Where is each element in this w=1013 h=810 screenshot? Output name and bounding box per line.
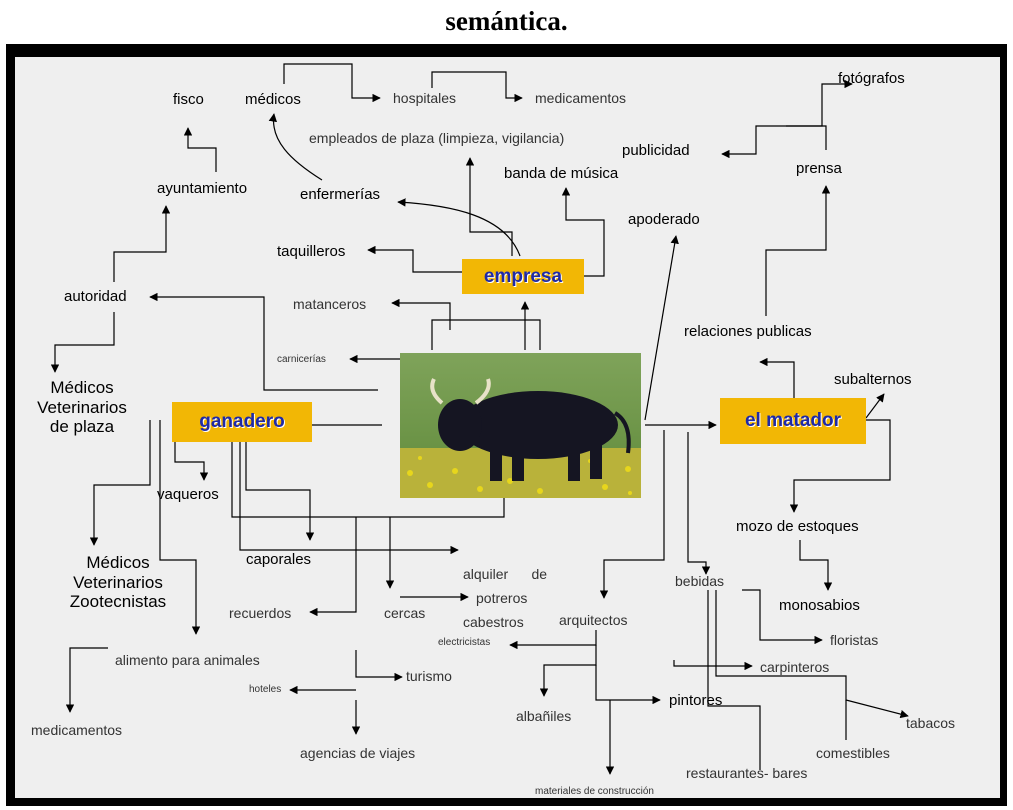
node-hoteles: hoteles xyxy=(249,684,282,695)
link-bull-autoridad xyxy=(149,292,378,391)
node-bebidas: bebidas xyxy=(675,573,725,589)
link-autoridad-ayuntamiento xyxy=(113,205,171,282)
node-materiales: materiales de construcción xyxy=(535,786,654,797)
node-hospitales: hospitales xyxy=(393,90,457,106)
node-alimento: alimento para animales xyxy=(115,652,260,668)
node-medicamentos-bottom: medicamentos xyxy=(31,722,123,738)
link-bebidas-restaurantes xyxy=(707,590,761,770)
link-hospitales-medicamentos xyxy=(431,71,523,103)
node-agencias: agencias de viajes xyxy=(300,745,416,761)
node-floristas: floristas xyxy=(830,632,879,648)
link-ganadero-alimento xyxy=(159,420,201,635)
node-medicos-zoo-line3: Zootecnistas xyxy=(69,592,167,612)
node-empleados: empleados de plaza (limpieza, vigilancia… xyxy=(309,130,565,146)
link-mozo-monosabios xyxy=(799,540,833,591)
link-prensa-fotografos xyxy=(786,79,853,127)
node-medicos-plaza: Médicos Veterinarios de plaza xyxy=(32,378,132,437)
link-matador-relaciones xyxy=(759,357,795,398)
link-bebidas-tabacos xyxy=(715,590,909,719)
link-ganadero-caporales xyxy=(245,442,315,541)
node-alquiler: alquiler de cabestros xyxy=(463,534,547,647)
link-autoridad-medicos-plaza xyxy=(50,312,115,373)
node-medicos-zoo: Médicos Veterinarios Zootecnistas xyxy=(54,553,182,612)
node-cercas: cercas xyxy=(384,605,426,621)
node-restaurantes: restaurantes- bares xyxy=(686,765,808,781)
node-arquitectos: arquitectos xyxy=(559,612,628,628)
link-enfermerias-medicos xyxy=(268,113,323,181)
hub-ganadero: ganadero xyxy=(172,402,312,442)
node-fotografos: fotógrafos xyxy=(838,70,905,87)
node-potreros: potreros xyxy=(476,590,528,606)
link-zoo-medicamentos xyxy=(65,647,108,713)
node-medicos-zoo-line2: Veterinarios xyxy=(73,572,163,592)
node-recuerdos: recuerdos xyxy=(229,605,292,621)
node-medicos-zoo-line1: Médicos xyxy=(86,553,150,572)
node-carpinteros: carpinteros xyxy=(760,659,830,675)
link-relaciones-prensa xyxy=(765,185,831,316)
node-enfermerias: enfermerías xyxy=(300,186,381,203)
node-medicos-plaza-line3: de plaza xyxy=(49,417,115,437)
link-ganadero-alquiler xyxy=(239,442,459,555)
hub-empresa: empresa xyxy=(462,259,584,294)
node-prensa: prensa xyxy=(796,160,842,177)
node-apoderado: apoderado xyxy=(628,211,700,228)
link-ganadero-vaqueros xyxy=(174,442,209,481)
node-monosabios: monosabios xyxy=(779,597,860,614)
bull-photo xyxy=(400,353,641,498)
node-medicamentos-top: medicamentos xyxy=(535,90,627,106)
node-alquiler-line2: cabestros xyxy=(463,614,524,631)
link-arquitectos-pintores xyxy=(595,665,661,705)
link-empresa-empleados xyxy=(465,157,513,256)
link-empresa-enfermerias xyxy=(397,198,521,257)
link-bull-arquitectos xyxy=(599,430,665,599)
link-ganadero-zoo xyxy=(89,420,151,546)
node-albaniles: albañiles xyxy=(516,708,572,724)
node-turismo: turismo xyxy=(406,668,452,684)
link-arquitectos-albaniles xyxy=(539,645,597,697)
link-turismo xyxy=(355,650,403,682)
link-empresa-taquilleros xyxy=(367,245,462,273)
node-autoridad: autoridad xyxy=(64,288,127,305)
link-matador-mozo xyxy=(789,419,891,513)
link-empresa-banda xyxy=(561,187,605,277)
node-pintores: pintores xyxy=(669,692,723,709)
node-tabacos: tabacos xyxy=(906,715,956,731)
link-ayuntamiento-fisco xyxy=(183,127,217,172)
node-matanceros: matanceros xyxy=(293,296,367,312)
link-bull-apoderado xyxy=(644,235,679,421)
node-vaqueros: vaqueros xyxy=(157,486,219,503)
node-alquiler-line1: alquiler de xyxy=(463,566,548,583)
link-bebidas-floristas xyxy=(742,589,823,645)
link-ganadero-recuerdos xyxy=(309,517,357,617)
node-ayuntamiento: ayuntamiento xyxy=(157,180,248,197)
link-bull-empresa-2 xyxy=(431,319,541,350)
link-bull-bebidas xyxy=(687,432,711,575)
node-medicos-plaza-line2: Veterinarios xyxy=(37,397,127,417)
node-fisco: fisco xyxy=(173,91,204,108)
link-bebidas-carpinteros xyxy=(673,660,753,671)
node-medicos-plaza-line1: Médicos xyxy=(50,378,114,397)
node-comestibles: comestibles xyxy=(816,745,890,761)
node-taquilleros: taquilleros xyxy=(277,243,346,260)
node-electricistas: electricistas xyxy=(438,637,491,648)
link-matador-subalternos xyxy=(865,393,885,419)
node-caporales: caporales xyxy=(246,551,312,568)
node-carnicerias: carnicerías xyxy=(277,354,326,365)
link-prensa-publicidad xyxy=(721,125,827,159)
node-relaciones: relaciones publicas xyxy=(684,323,812,340)
hub-el-matador: el matador xyxy=(720,398,866,444)
node-publicidad: publicidad xyxy=(622,142,690,159)
link-bull-matanceros xyxy=(391,298,451,330)
node-banda: banda de música xyxy=(504,165,619,182)
node-mozo: mozo de estoques xyxy=(736,518,859,535)
link-medicos-hospitales xyxy=(283,63,381,103)
node-medicos: médicos xyxy=(245,91,301,108)
link-ganadero-bull-bottom xyxy=(231,442,505,518)
node-subalternos: subalternos xyxy=(834,371,912,388)
page-heading: semántica. xyxy=(445,6,568,36)
